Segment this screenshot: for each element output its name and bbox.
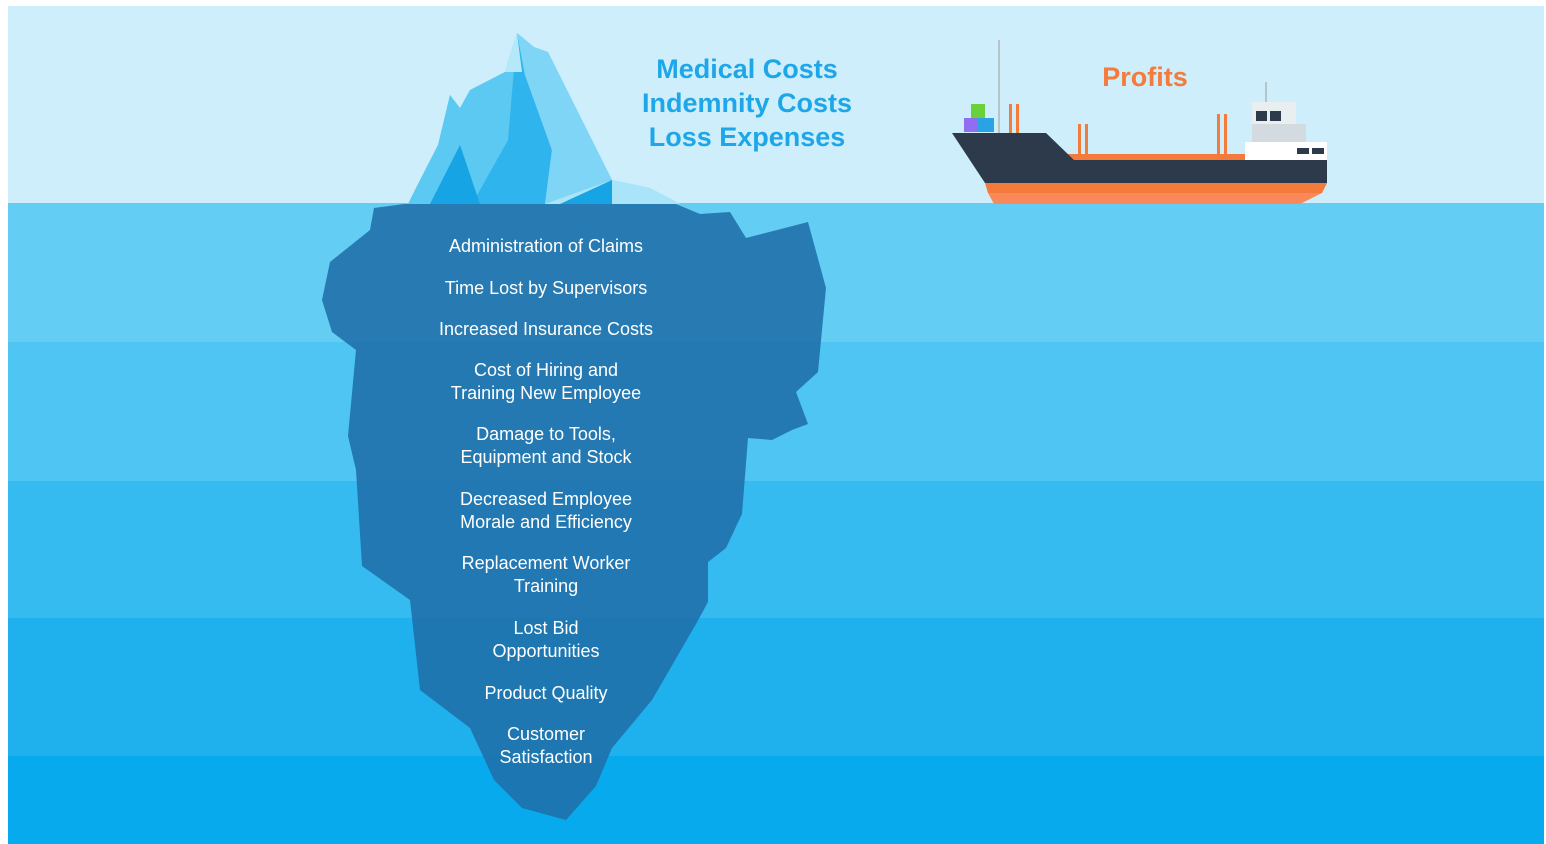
ship-bridge-window xyxy=(1270,111,1281,121)
deck-post xyxy=(1217,114,1220,154)
hidden-cost-item: Replacement Worker xyxy=(462,553,631,573)
deck-post xyxy=(1009,104,1012,134)
hidden-cost-item: Training New Employee xyxy=(451,383,641,403)
hidden-cost-item: Decreased Employee xyxy=(460,489,632,509)
deck-post xyxy=(1085,124,1088,154)
deck-post xyxy=(1224,114,1227,154)
ship-bridge-window xyxy=(1256,111,1267,121)
ship-bridge-base xyxy=(1245,142,1327,160)
ship-bridge-window xyxy=(1312,148,1324,154)
hidden-cost-item: Time Lost by Supervisors xyxy=(445,278,647,298)
visible-cost-medical: Medical Costs xyxy=(656,54,838,84)
hidden-cost-item: Satisfaction xyxy=(499,747,592,767)
hidden-cost-item: Cost of Hiring and xyxy=(474,360,618,380)
hidden-cost-item: Morale and Efficiency xyxy=(460,512,632,532)
hidden-cost-item: Administration of Claims xyxy=(449,236,643,256)
water xyxy=(8,203,1544,844)
deck-post xyxy=(1078,124,1081,154)
container-purple xyxy=(964,118,978,132)
ship-hull-stripe xyxy=(985,183,1327,193)
iceberg-underwater xyxy=(322,204,826,820)
hidden-cost-item: Lost Bid xyxy=(513,618,578,638)
visible-cost-loss-expenses: Loss Expenses xyxy=(649,122,846,152)
container-green xyxy=(971,104,985,118)
hidden-cost-item: Opportunities xyxy=(492,641,599,661)
deck-post xyxy=(1016,104,1019,134)
water-band-5 xyxy=(8,756,1544,844)
hidden-cost-item: Equipment and Stock xyxy=(460,447,632,467)
hidden-cost-item: Product Quality xyxy=(484,683,607,703)
iceberg-tip xyxy=(408,33,680,204)
cargo-ship xyxy=(952,40,1327,204)
ship-bridge-window xyxy=(1297,148,1309,154)
ship-hull-bottom xyxy=(988,193,1322,204)
visible-cost-indemnity: Indemnity Costs xyxy=(642,88,852,118)
hidden-cost-item: Customer xyxy=(507,724,585,744)
ship-bridge-mid xyxy=(1252,124,1306,142)
container-blue xyxy=(978,118,994,132)
visible-costs: Medical Costs Indemnity Costs Loss Expen… xyxy=(642,54,852,152)
hidden-cost-item: Damage to Tools, xyxy=(476,424,616,444)
water-band-3 xyxy=(8,481,1544,618)
ship-hull xyxy=(952,133,1327,183)
ship-deck-band xyxy=(1062,154,1245,160)
hidden-cost-item: Training xyxy=(514,576,578,596)
profits-label: Profits xyxy=(1102,62,1188,92)
hidden-cost-item: Increased Insurance Costs xyxy=(439,319,653,339)
water-band-4 xyxy=(8,618,1544,756)
